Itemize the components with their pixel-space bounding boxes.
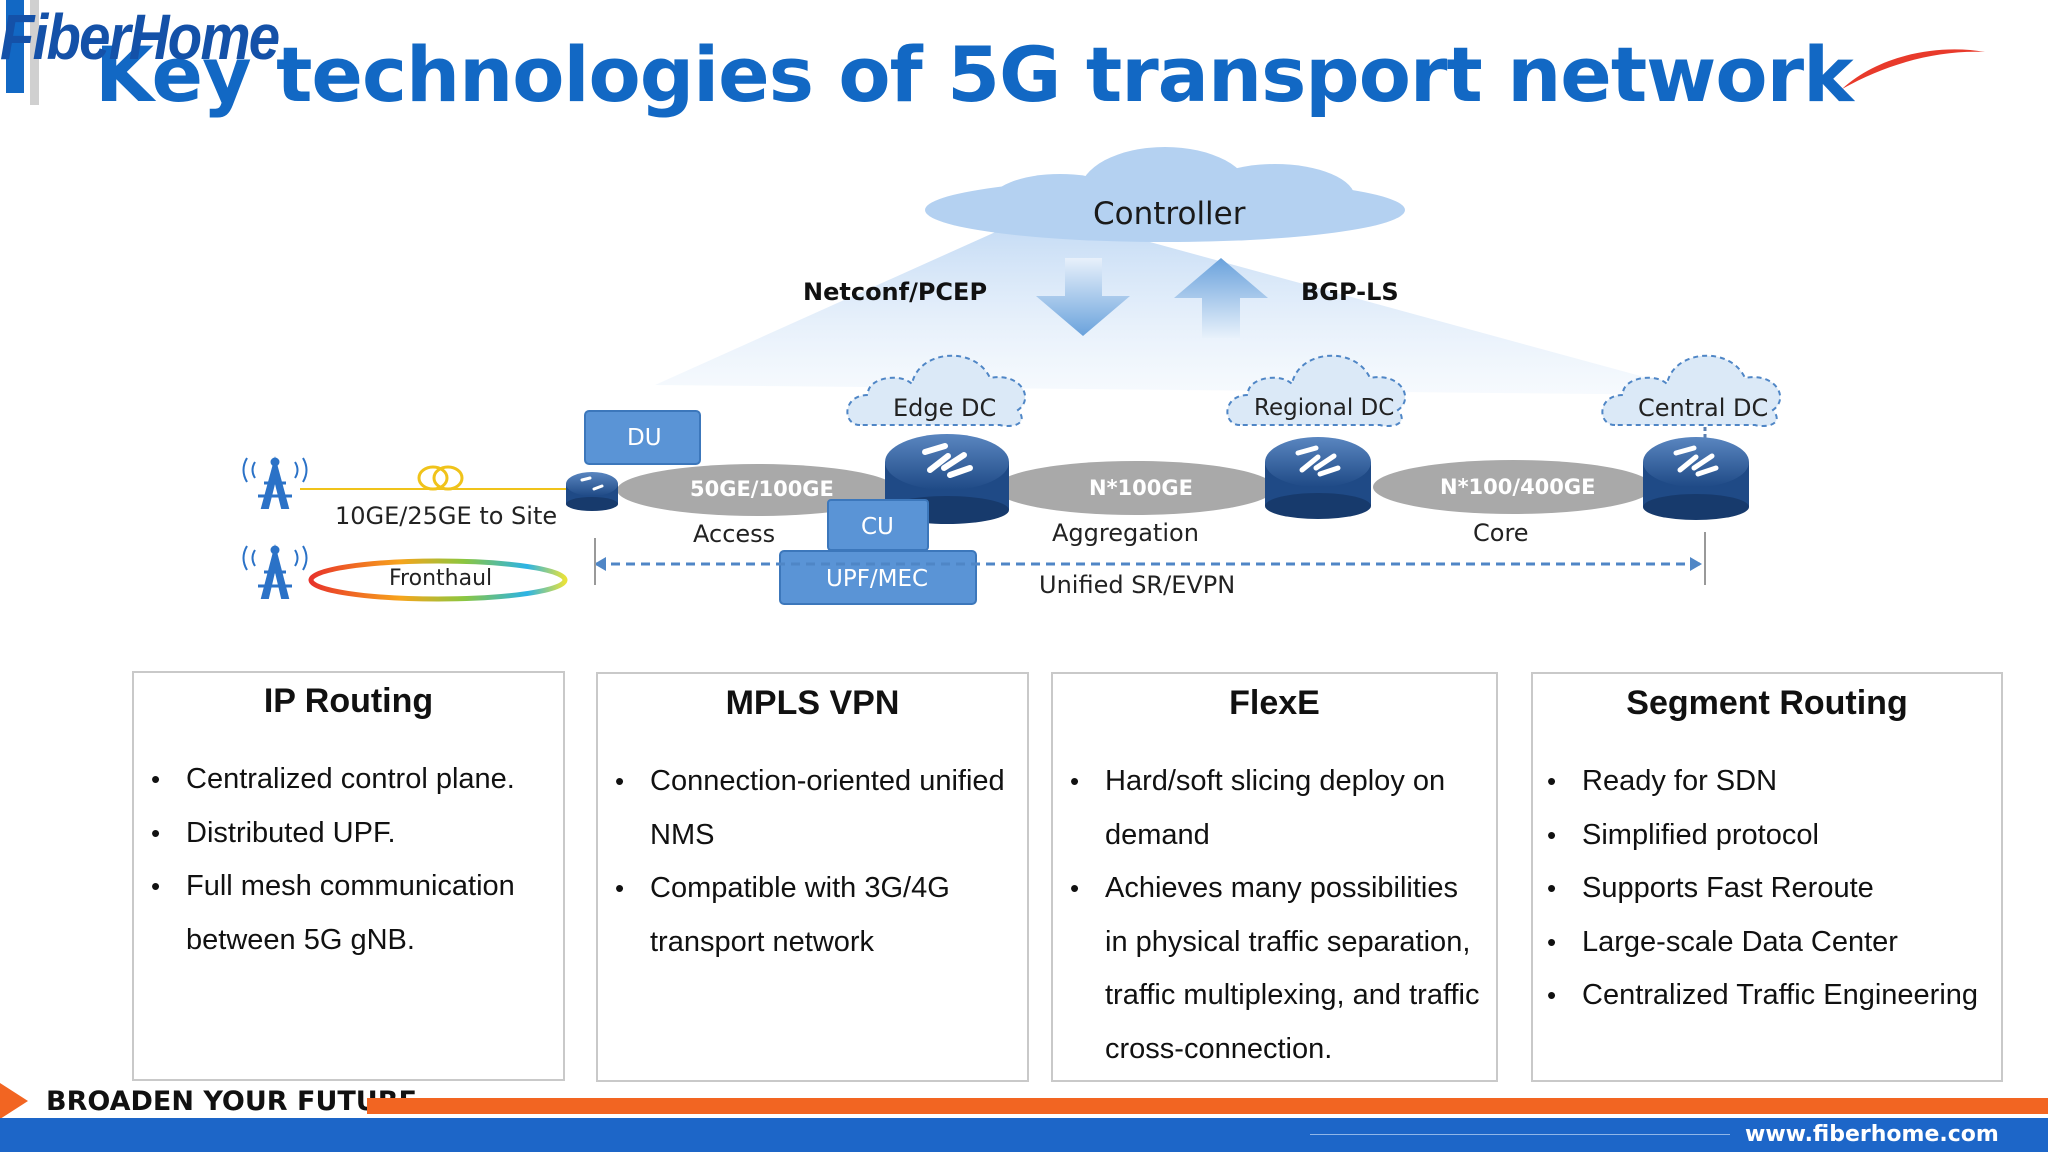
aggregation-speed-label: N*100GE [1089, 476, 1193, 500]
antenna-tower-icon [242, 456, 308, 509]
list-item: Simplified protocol [1547, 809, 1978, 863]
accent-bar [6, 0, 24, 93]
list-item: Centralized Traffic Engineering [1547, 969, 1978, 1023]
footer-arrow-icon [0, 1083, 28, 1119]
arrow-up-icon [1174, 258, 1268, 338]
antenna-tower-icon [242, 544, 308, 599]
du-box [584, 410, 701, 465]
card-list: Centralized control plane. Distributed U… [151, 753, 515, 967]
central-dc-label: Central DC [1638, 394, 1769, 422]
list-item: NMS [650, 818, 715, 851]
arrow-down-icon [1036, 258, 1130, 336]
protocol-up-label: BGP-LS [1301, 278, 1399, 306]
access-speed-label: 50GE/100GE [690, 477, 834, 501]
footer-divider [1310, 1134, 1730, 1135]
regional-router-icon [1265, 437, 1371, 519]
list-item: Distributed UPF. [151, 807, 515, 861]
page-title: Key technologies of 5G transport network [95, 30, 1854, 119]
list-item: Connection-oriented unified [615, 755, 1005, 809]
card-list: Hard/soft slicing deploy on demand Achie… [1070, 755, 1480, 1076]
cu-label: CU [861, 514, 894, 540]
card-list: Ready for SDN Simplified protocol Suppor… [1547, 755, 1978, 1023]
list-item: Achieves many possibilities [1070, 862, 1480, 916]
list-item: Compatible with 3G/4G [615, 862, 1005, 916]
access-router-icon [566, 472, 618, 511]
central-router-icon [1643, 437, 1749, 520]
card-title: Segment Routing [1626, 684, 1908, 722]
list-item: Ready for SDN [1547, 755, 1978, 809]
regional-dc-label: Regional DC [1254, 395, 1395, 421]
aggregation-link [995, 461, 1275, 515]
list-item: Supports Fast Reroute [1547, 862, 1978, 916]
core-speed-label: N*100/400GE [1440, 475, 1596, 499]
controller-cloud-icon [925, 147, 1405, 242]
card-segment-routing: Segment Routing Ready for SDN Simplified… [1531, 672, 2003, 1082]
list-item: between 5G gNB. [186, 923, 415, 956]
aggregation-label: Aggregation [1052, 519, 1199, 547]
card-flexe: FlexE Hard/soft slicing deploy on demand… [1051, 672, 1498, 1082]
card-title: MPLS VPN [725, 684, 900, 722]
footer-website[interactable]: www.fiberhome.com [1745, 1122, 1999, 1147]
card-mpls-vpn: MPLS VPN Connection-oriented unified NMS… [596, 672, 1029, 1082]
card-title: IP Routing [263, 682, 434, 720]
protocol-down-label: Netconf/PCEP [803, 278, 988, 306]
list-item: transport network [650, 925, 875, 958]
upf-mec-label: UPF/MEC [826, 566, 929, 592]
logo-swoosh-icon [1842, 49, 1985, 89]
footer-blue-bar [0, 1118, 2048, 1152]
network-diagram [242, 147, 1782, 605]
card-ip-routing: IP Routing Centralized control plane. Di… [132, 671, 565, 1081]
list-item: cross-connection. [1105, 1032, 1333, 1065]
footer-orange-bar [367, 1098, 2048, 1114]
core-link [1373, 460, 1653, 514]
regional-dc-cloud-icon [1226, 354, 1407, 428]
central-dc-cloud-icon [1601, 354, 1782, 428]
fronthaul-ring [308, 558, 568, 602]
list-item: demand [1105, 818, 1210, 851]
card-list: Connection-oriented unified NMS Compatib… [615, 755, 1005, 969]
site-link-label: 10GE/25GE to Site [335, 502, 558, 530]
access-label: Access [693, 520, 776, 548]
du-label: DU [627, 425, 662, 451]
unified-sr-evpn-label: Unified SR/EVPN [1039, 571, 1236, 599]
list-item: traffic multiplexing, and traffic [1105, 979, 1480, 1011]
list-item: in physical traffic separation, [1105, 925, 1471, 958]
card-title: FlexE [1229, 684, 1320, 722]
fiber-coil-icon [417, 465, 464, 491]
footer-slogan: BROADEN YOUR FUTURE [46, 1086, 417, 1117]
arrow-left-icon [594, 557, 606, 571]
core-label: Core [1473, 519, 1529, 547]
controller-fan [655, 212, 1710, 395]
list-item: Large-scale Data Center [1547, 916, 1978, 970]
list-item: Full mesh communication [151, 860, 515, 914]
arrow-right-icon [1690, 557, 1702, 571]
accent-bar-gray [30, 0, 39, 105]
fiberhome-logo: FiberHome [0, 1, 280, 73]
list-item: Centralized control plane. [151, 753, 515, 807]
edge-dc-cloud-icon [846, 354, 1027, 428]
fronthaul-label: Fronthaul [389, 566, 493, 591]
list-item: Hard/soft slicing deploy on [1070, 755, 1480, 809]
controller-label: Controller [1093, 196, 1246, 232]
edge-dc-label: Edge DC [893, 394, 997, 422]
